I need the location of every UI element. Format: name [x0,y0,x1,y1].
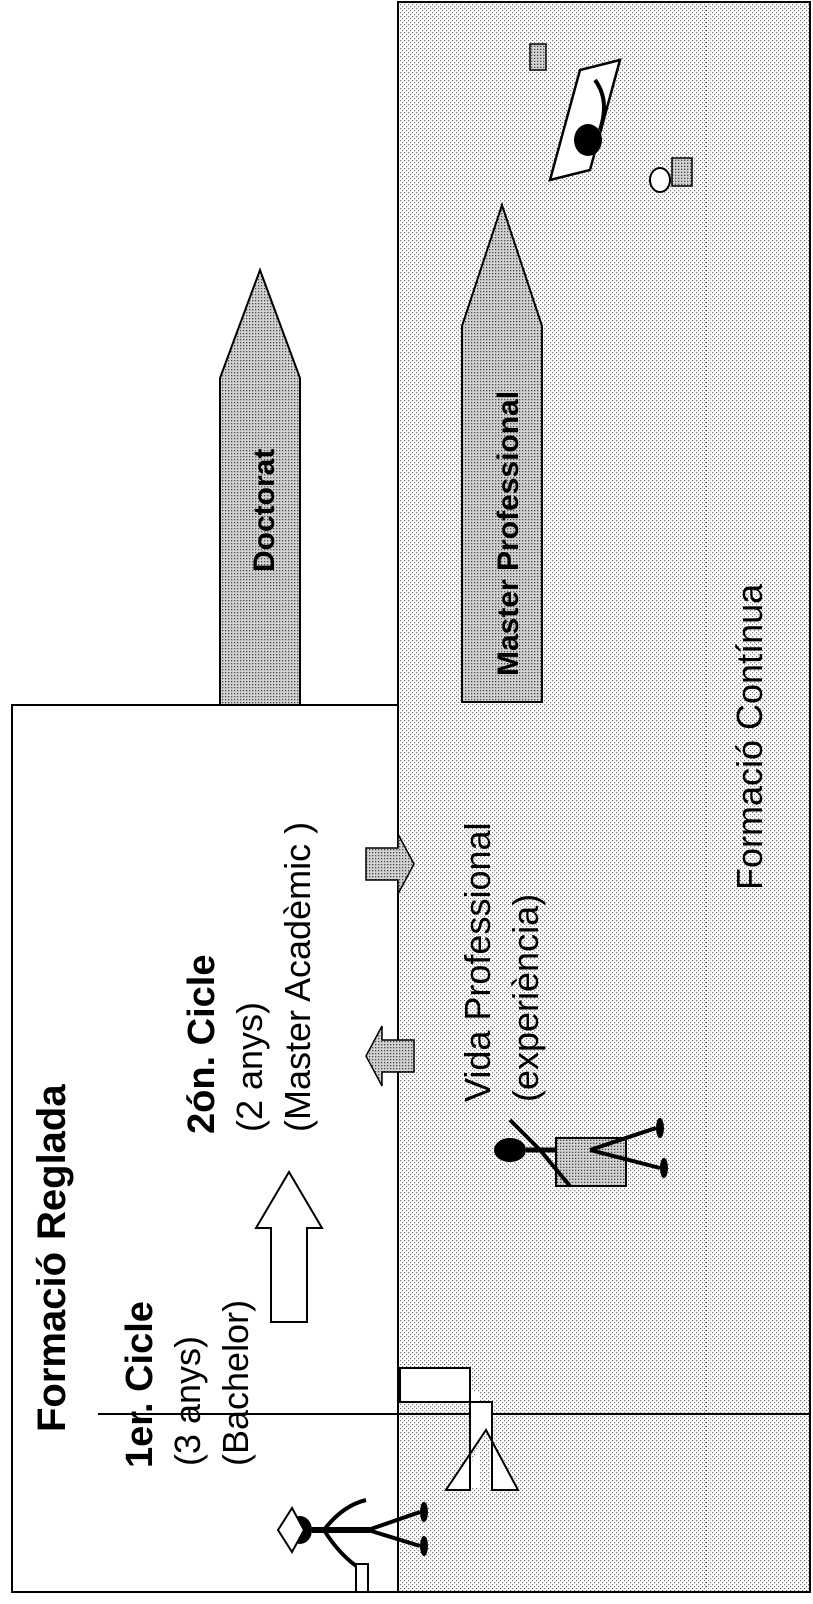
professional-life-label: Vida Professional [457,822,498,1102]
formacio-reglada-box [11,704,399,1593]
continua-label: Formació Contínua [729,583,770,890]
formacio-title: Formació [30,1252,74,1432]
first-cycle-title: 1er. Cicle [119,1301,161,1468]
person-relaxing-icon [529,43,693,193]
exchange-arrow-down [365,833,415,895]
second-cycle-duration: (2 anys) [229,1002,270,1132]
professional-region [397,1,811,1593]
second-cycle-title: 2ón. Cicle [181,955,223,1135]
graduate-figure-icon [276,1498,428,1593]
exchange-arrow-up [365,1025,415,1087]
master-professional-label: Master Professional [492,391,525,676]
reglada-title: Reglada [30,1084,74,1240]
second-cycle-degree: (Master Acadèmic ) [277,822,318,1132]
cycle-progress-arrow [254,1170,324,1323]
professional-experience-label: (experiència) [505,894,546,1102]
to-professional-arrow-outline [399,1367,520,1491]
doctorat-label: Doctorat [248,449,281,572]
first-cycle-duration: (3 anys) [167,1336,208,1466]
doctorat-arrow [219,267,301,706]
first-cycle-degree: (Bachelor) [215,1300,256,1466]
master-professional-arrow [461,201,543,703]
worker-carrying-box-icon [494,1118,668,1188]
